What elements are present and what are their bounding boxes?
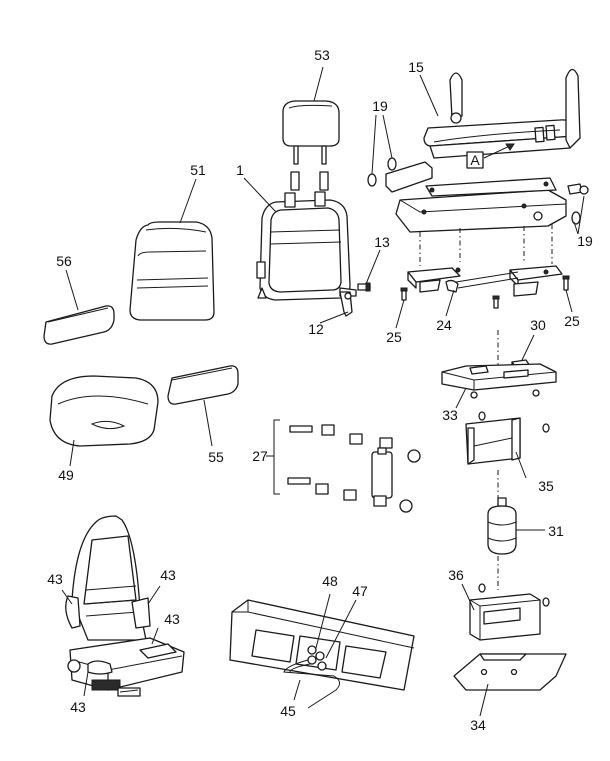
callout-33: 33 [442, 407, 458, 423]
callout-30: 30 [530, 317, 546, 333]
callout-12: 12 [308, 321, 324, 337]
callout-labels: 53 15 19 A 51 1 13 19 56 12 25 24 25 30 … [47, 47, 593, 733]
part-27-shock-absorber-kit [273, 419, 421, 513]
part-19-spacers-left [367, 157, 433, 193]
part-25-screws [400, 275, 570, 309]
callout-1: 1 [236, 162, 244, 178]
part-43-assembled-seat [65, 515, 185, 697]
assembly-guide-lines [419, 224, 553, 590]
callout-55: 55 [208, 449, 224, 465]
callout-56: 56 [56, 253, 72, 269]
part-24-release-handle [445, 279, 459, 293]
callout-25-left: 25 [386, 329, 402, 345]
callout-35: 35 [538, 478, 554, 494]
callout-36: 36 [448, 567, 464, 583]
part-19-spacers-right [567, 183, 589, 225]
callout-15: 15 [408, 59, 424, 75]
part-12-lever [339, 291, 353, 317]
callout-53: 53 [314, 47, 330, 63]
callout-45: 45 [280, 703, 296, 719]
part-15-seat-frame [423, 68, 581, 159]
reference-a-box [466, 143, 515, 169]
part-1-seatback-frame [256, 191, 357, 301]
callout-19-upper: 19 [372, 98, 388, 114]
part-35-upper-bracket [465, 411, 550, 465]
callout-43-right: 43 [160, 567, 176, 583]
callout-47: 47 [352, 583, 368, 599]
leader-lines [61, 66, 585, 717]
callout-24: 24 [436, 317, 452, 333]
callout-43-left: 43 [47, 571, 63, 587]
callout-49: 49 [58, 467, 74, 483]
part-45-hose [283, 659, 340, 709]
control-console-panel [229, 599, 415, 691]
part-55-armrest-pad [167, 365, 239, 405]
callout-27: 27 [252, 448, 268, 464]
part-36-lower-bracket [469, 583, 550, 641]
part-53-headrest [282, 100, 340, 191]
callout-13: 13 [374, 234, 390, 250]
seat-slide-rails [407, 265, 563, 297]
callout-a: A [470, 152, 480, 168]
part-33-top-plate [441, 363, 557, 399]
callout-43-bottom: 43 [70, 699, 86, 715]
callout-51: 51 [190, 162, 206, 178]
part-31-air-spring [487, 497, 517, 555]
seat-base-frame [395, 177, 567, 233]
part-49-seat-cushion [49, 375, 159, 447]
callout-31: 31 [548, 523, 564, 539]
callout-25-right: 25 [564, 313, 580, 329]
part-51-backrest-cushion [129, 221, 215, 321]
callout-43-armrest: 43 [164, 611, 180, 627]
callout-34: 34 [470, 717, 486, 733]
callout-19-lower: 19 [577, 233, 593, 249]
part-56-armrest-pad [43, 305, 115, 345]
part-13-bolt [357, 282, 371, 292]
part-34-base-plate [453, 653, 567, 691]
callout-48: 48 [322, 573, 338, 589]
